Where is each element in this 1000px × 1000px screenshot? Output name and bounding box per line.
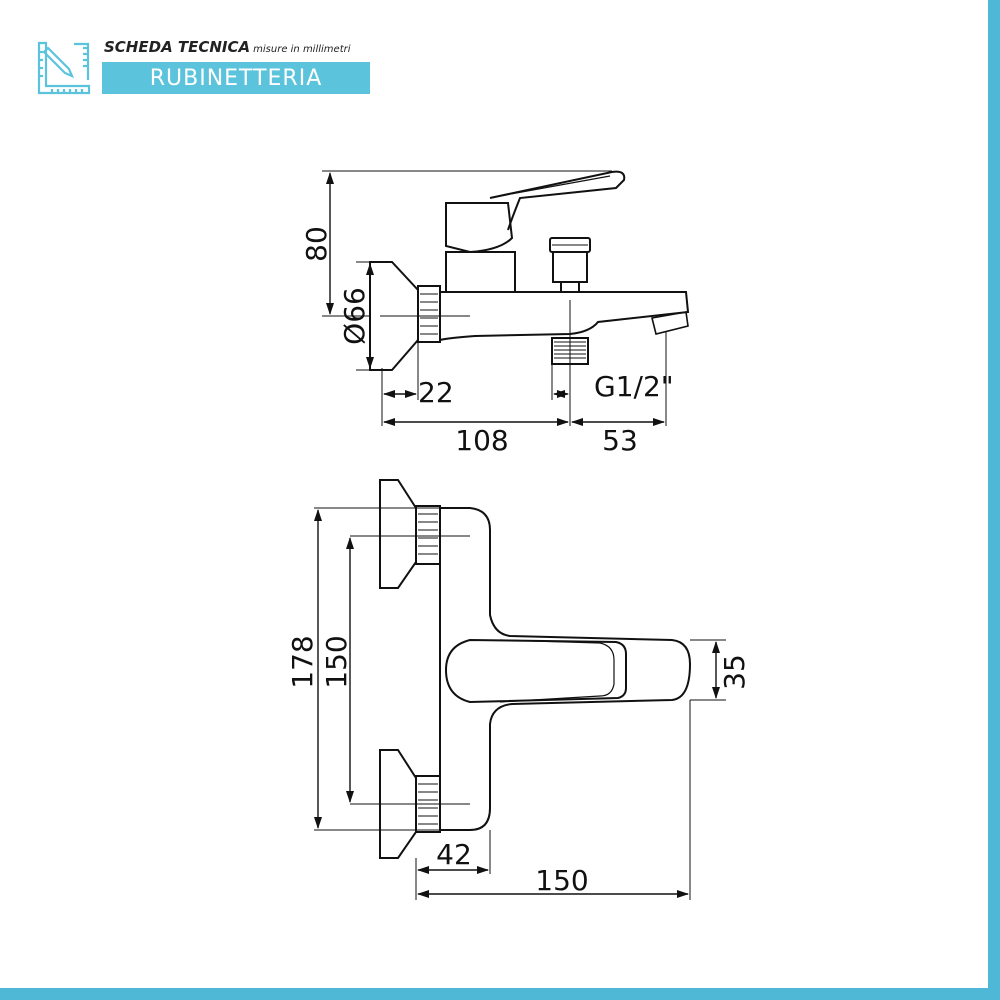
side-body bbox=[439, 291, 690, 342]
side-lever bbox=[489, 170, 626, 231]
category-banner: RUBINETTERIA bbox=[102, 62, 370, 94]
dim-connection-centers: 150 bbox=[320, 635, 353, 688]
frame-border-bottom bbox=[0, 988, 1000, 1000]
sheet-title-text: SCHEDA TECNICA bbox=[104, 38, 251, 56]
dim-body-length: 108 bbox=[455, 424, 508, 457]
dim-spout-length: 53 bbox=[602, 424, 638, 457]
dim-outlet-thread: G1/2" bbox=[594, 370, 674, 403]
dim-overall-width: 178 bbox=[286, 635, 319, 688]
top-lever bbox=[444, 638, 627, 704]
side-cartridge bbox=[445, 251, 516, 293]
frame-border-right bbox=[988, 0, 1000, 1000]
top-dimension-lines bbox=[314, 509, 720, 898]
units-note: misure in millimetri bbox=[253, 44, 351, 55]
ruler-pencil-icon bbox=[37, 41, 91, 95]
dim-spout-width: 35 bbox=[718, 654, 751, 690]
side-dimension-lines bbox=[326, 172, 665, 426]
dim-body-depth: 42 bbox=[436, 838, 472, 871]
top-body bbox=[439, 507, 692, 831]
dim-flange-depth: 22 bbox=[418, 376, 454, 409]
top-view bbox=[314, 479, 726, 900]
side-aerator bbox=[651, 311, 689, 335]
side-cartridge-cap bbox=[445, 202, 514, 254]
top-flange-upper bbox=[379, 479, 417, 589]
dim-height: 80 bbox=[300, 226, 333, 262]
top-connector-upper bbox=[415, 505, 441, 565]
side-view bbox=[322, 170, 690, 426]
dim-overall-length: 150 bbox=[535, 864, 588, 897]
dim-flange-diameter: Ø66 bbox=[338, 287, 371, 345]
